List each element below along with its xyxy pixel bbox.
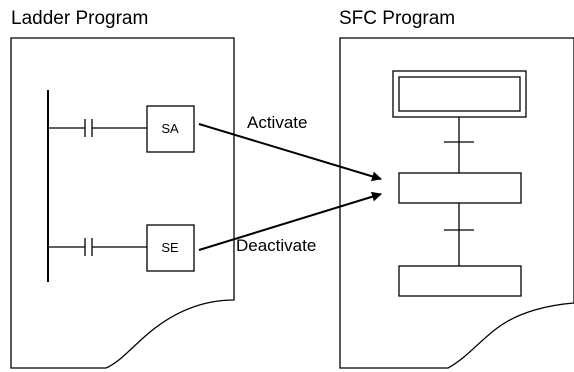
coil-sa-box: [146, 105, 195, 153]
ladder-rung-1: [48, 105, 195, 153]
ladder-sheet: [10, 37, 235, 369]
sfc-step-2: [398, 172, 522, 204]
sfc-step-3: [398, 265, 522, 297]
coil-se-box: [146, 224, 195, 272]
coil-sa-label: SA: [161, 121, 179, 136]
activate-arrow: [198, 123, 382, 182]
ladder-program-title: Ladder Program: [11, 8, 149, 29]
activate-label: Activate: [247, 113, 308, 132]
coil-se-label: SE: [161, 240, 179, 255]
deactivate-label: Deactivate: [236, 236, 317, 255]
sfc-program-title: SFC Program: [339, 8, 456, 29]
sfc-sheet: [339, 37, 574, 369]
sfc-initial-step-inner: [398, 76, 521, 112]
ladder-rung-2: [48, 224, 195, 272]
deactivate-arrow: [198, 191, 382, 251]
